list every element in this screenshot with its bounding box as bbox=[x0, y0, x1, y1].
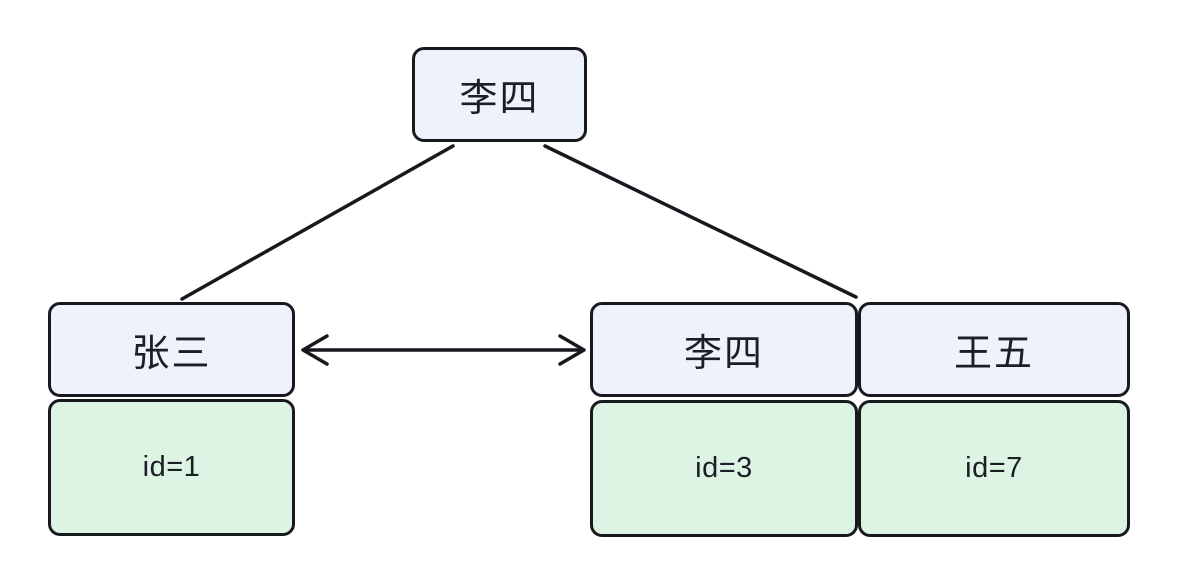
node-wangwu-name: 王五 bbox=[858, 302, 1130, 397]
node-zhangsan-id: id=1 bbox=[48, 399, 295, 536]
node-zhangsan-id-label: id=1 bbox=[142, 451, 201, 483]
node-wangwu-label: 王五 bbox=[953, 333, 1034, 375]
arrowhead-right bbox=[558, 334, 586, 366]
node-root: 李四 bbox=[412, 47, 587, 142]
node-zhangsan-name: 张三 bbox=[48, 302, 295, 397]
node-lisi-id: id=3 bbox=[590, 400, 858, 537]
node-zhangsan-label: 张三 bbox=[131, 333, 212, 375]
double-arrow-zhangsan-lisi bbox=[301, 334, 586, 366]
node-lisi-id-label: id=3 bbox=[695, 452, 753, 484]
node-wangwu-id: id=7 bbox=[858, 400, 1130, 537]
edge-root-to-wangwu bbox=[543, 144, 858, 299]
node-lisi-name: 李四 bbox=[590, 302, 858, 397]
node-lisi-label: 李四 bbox=[683, 333, 764, 375]
node-wangwu-id-label: id=7 bbox=[965, 452, 1023, 484]
arrowhead-left bbox=[301, 334, 329, 366]
edge-root-to-zhangsan bbox=[180, 144, 455, 301]
node-root-label: 李四 bbox=[459, 78, 540, 120]
